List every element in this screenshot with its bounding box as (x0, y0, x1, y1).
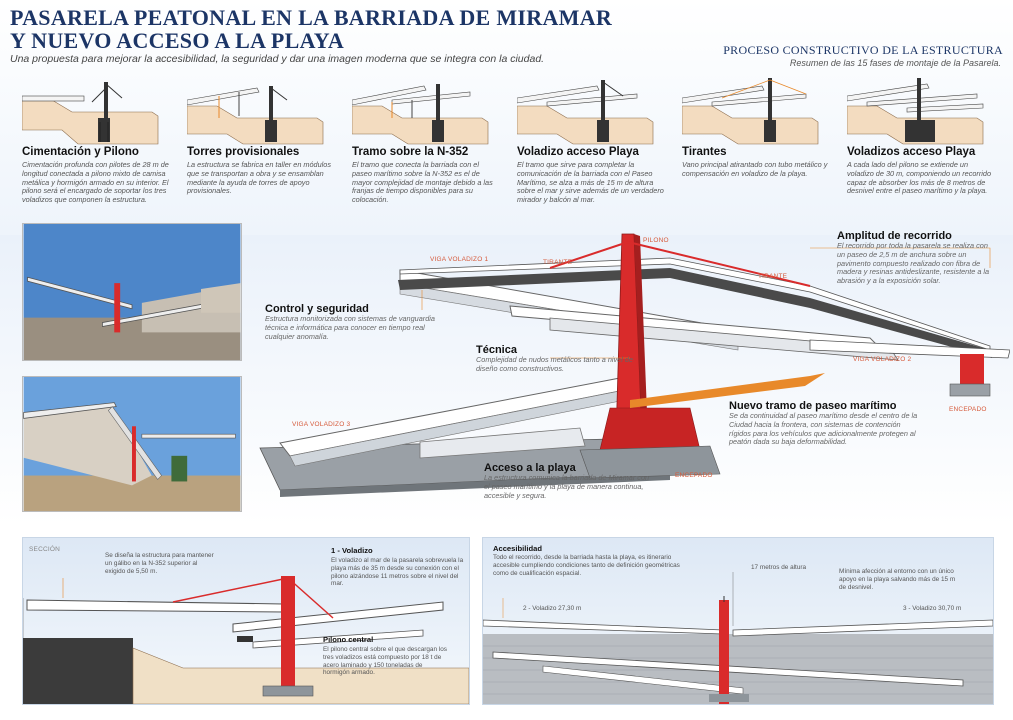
top-background (0, 0, 1013, 235)
callout-tecnica: Técnica Complejidad de nudos metálicos t… (476, 344, 636, 374)
callout-nuevo-tramo-title: Nuevo tramo de paseo marítimo (729, 400, 897, 412)
callout-control: Control y seguridad Estructura monitoriz… (265, 303, 440, 341)
step-1-illustration (22, 82, 159, 145)
label-encepado-center: ENCEPADO (675, 472, 713, 479)
step-6-desc: A cada lado del pilono se extiende un vo… (847, 160, 991, 196)
callout-tecnica-title: Técnica (476, 344, 517, 356)
construction-photo-2 (22, 376, 242, 512)
step-2-title: Torres provisionales (187, 146, 300, 158)
callout-acceso-desc: La estructura comunica la barriada de Mi… (484, 473, 650, 500)
poster-title: PASARELA PEATONAL EN LA BARRIADA DE MIRA… (10, 6, 612, 52)
construction-photo-1 (22, 223, 242, 361)
label-viga-voladizo-2: VIGA VOLADIZO 2 (853, 356, 912, 363)
poster-subtitle: Una propuesta para mejorar la accesibili… (10, 53, 545, 65)
step-3-desc: El tramo que conecta la barriada con el … (352, 160, 493, 205)
voladizo-1-title: 1 - Voladizo (331, 546, 373, 555)
label-encepado-right: ENCEPADO (949, 406, 987, 413)
step-4-illustration (517, 80, 654, 145)
step-1-title: Cimentación y Pilono (22, 146, 139, 158)
title-line-1: PASARELA PEATONAL EN LA BARRIADA DE MIRA… (10, 5, 613, 30)
voladizo-1-desc: El voladizo al mar de la pasarela sobrev… (331, 557, 464, 588)
pilono-central-title: Pilono central (323, 635, 374, 644)
step-4-desc: El tramo que sirve para completar la com… (517, 160, 664, 205)
callout-nuevo-tramo: Nuevo tramo de paseo marítimo Se da cont… (729, 400, 919, 447)
section-panel-left: SECCIÓN Se diseña la estructura para man… (22, 537, 470, 705)
callout-control-desc: Estructura monitorizada con sistemas de … (265, 314, 435, 341)
voladizo-2-length: 2 - Voladizo 27,30 m (523, 605, 582, 612)
step-5-title: Tirantes (682, 146, 727, 158)
callout-control-title: Control y seguridad (265, 303, 369, 315)
callout-amplitud: Amplitud de recorrido El recorrido por t… (837, 230, 997, 286)
label-tirante-1: TIRANTE (543, 259, 573, 266)
right-note: Mínima afección al entorno con un único … (839, 568, 956, 591)
title-line-2: Y NUEVO ACCESO A LA PLAYA (10, 28, 345, 53)
step-1-desc: Cimentación profunda con pilotes de 28 m… (22, 160, 169, 205)
callout-tecnica-desc: Complejidad de nudos metálicos tanto a n… (476, 355, 633, 373)
process-subtitle: Resumen de las 15 fases de montaje de la… (789, 58, 1001, 68)
voladizo-3-length: 3 - Voladizo 30,70 m (903, 605, 962, 612)
accesibilidad-title: Accesibilidad (493, 544, 542, 553)
step-6-title: Voladizos acceso Playa (847, 146, 976, 158)
process-title: PROCESO CONSTRUCTIVO DE LA ESTRUCTURA (723, 43, 1003, 57)
section-drawing-right (483, 572, 993, 704)
step-5-desc: Vano principal atirantado con tubo metál… (682, 160, 828, 178)
step-6-illustration (847, 78, 984, 145)
step-5-illustration (682, 78, 819, 145)
step-2-desc: La estructura se fabrica en taller en mó… (187, 160, 331, 196)
callout-amplitud-desc: El recorrido por toda la pasarela se rea… (837, 241, 990, 286)
label-tirante-2: TIRANTE (758, 273, 788, 280)
height-label: 17 metros de altura (751, 564, 807, 571)
label-viga-voladizo-3: VIGA VOLADIZO 3 (292, 421, 351, 428)
section-drawing-left (23, 576, 469, 704)
callout-amplitud-title: Amplitud de recorrido (837, 230, 952, 242)
step-3-illustration (352, 84, 489, 145)
gauge-note: Se diseña la estructura para mantener un… (105, 552, 214, 575)
callout-acceso: Acceso a la playa La estructura comunica… (484, 462, 654, 500)
step-4-title: Voladizo acceso Playa (517, 146, 639, 158)
callout-nuevo-tramo-desc: Se da continuidad al paseo marítimo desd… (729, 411, 918, 447)
label-viga-voladizo-1: VIGA VOLADIZO 1 (430, 256, 489, 263)
accesibilidad-desc: Todo el recorrido, desde la barriada has… (493, 554, 680, 577)
bridge-isometric-diagram (259, 233, 1010, 497)
label-pilono: PILONO (643, 237, 669, 244)
step-3-title: Tramo sobre la N-352 (352, 146, 469, 158)
section-corner-label: SECCIÓN (29, 546, 61, 553)
step-2-illustration (187, 86, 324, 145)
callout-acceso-title: Acceso a la playa (484, 462, 576, 474)
pilono-central-desc: El pilono central sobre el que descargan… (323, 646, 447, 677)
section-panel-right: Accesibilidad Todo el recorrido, desde l… (482, 537, 994, 705)
